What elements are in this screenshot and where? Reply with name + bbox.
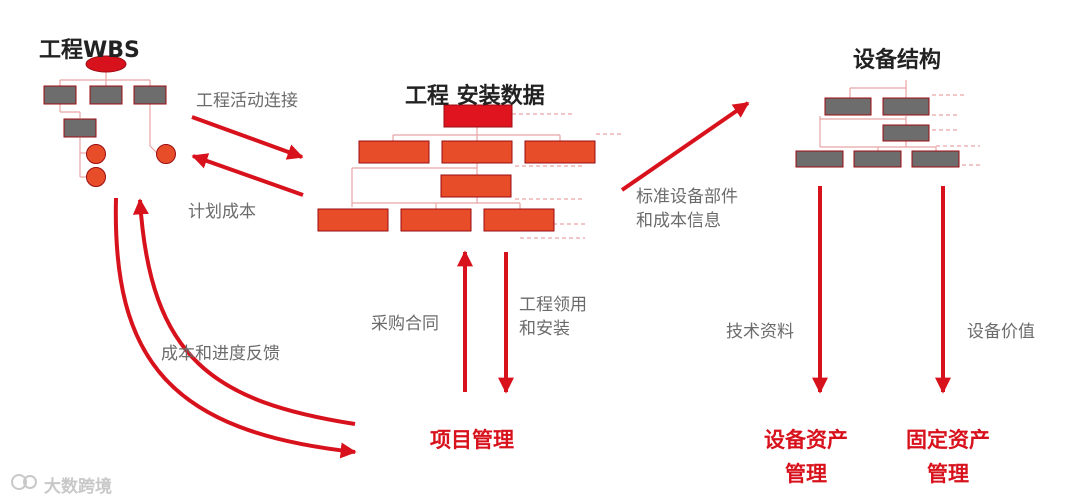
equipment-node xyxy=(882,97,930,116)
arrow-cost-progress-feedback xyxy=(132,198,356,426)
install-node xyxy=(483,208,555,232)
wbs-node xyxy=(63,118,97,138)
install-tree xyxy=(317,104,622,239)
wbs-title: 工程WBS xyxy=(39,38,140,63)
wbs-node xyxy=(43,85,77,105)
label-requisition-install: 工程领用 和安装 xyxy=(519,295,587,339)
label-std-parts-cost: 标准设备部件 和成本信息 xyxy=(636,187,738,231)
wbs-node xyxy=(89,85,123,105)
dest-fixed-asset-management: 固定资产 管理 xyxy=(906,428,990,486)
equipment-node xyxy=(911,150,960,168)
install-node xyxy=(441,140,513,164)
label-plan-cost: 计划成本 xyxy=(188,202,256,222)
install-node xyxy=(317,208,389,232)
equipment-node xyxy=(882,124,930,142)
arrow-install-to-equipment xyxy=(620,101,750,192)
arrow-wbs-to-project xyxy=(113,197,357,459)
install-root-node xyxy=(443,104,513,128)
equipment-node xyxy=(795,150,844,168)
label-tech-docs: 技术资料 xyxy=(726,322,794,342)
dest-project-management: 项目管理 xyxy=(430,428,514,452)
watermark-text: 大数跨境 xyxy=(44,477,112,497)
label-cost-progress-feedback: 成本和进度反馈 xyxy=(161,344,280,364)
label-activity-link: 工程活动连接 xyxy=(196,91,298,111)
wbs-leaf-node xyxy=(86,144,106,164)
install-node xyxy=(524,140,596,164)
install-data-title: 工程 安装数据 xyxy=(405,84,545,109)
equipment-tree xyxy=(795,80,980,168)
wbs-tree xyxy=(43,55,176,187)
wbs-leaf-node xyxy=(156,144,176,164)
label-equipment-value: 设备价值 xyxy=(967,322,1035,342)
arrow-wbs-to-install xyxy=(191,115,304,160)
wbs-leaf-node xyxy=(86,167,106,187)
watermark-logo-icon xyxy=(10,470,40,494)
equipment-structure-title: 设备结构 xyxy=(853,48,942,73)
wbs-root-node xyxy=(85,55,127,73)
wbs-node xyxy=(133,85,167,105)
label-purchase-contract: 采购合同 xyxy=(371,314,439,334)
dest-equipment-asset-management: 设备资产 管理 xyxy=(764,428,848,486)
equipment-node xyxy=(853,150,902,168)
equipment-node xyxy=(824,97,872,116)
arrow-install-to-wbs xyxy=(191,153,304,197)
install-node xyxy=(358,140,430,164)
install-node xyxy=(440,174,512,198)
install-node xyxy=(400,208,472,232)
